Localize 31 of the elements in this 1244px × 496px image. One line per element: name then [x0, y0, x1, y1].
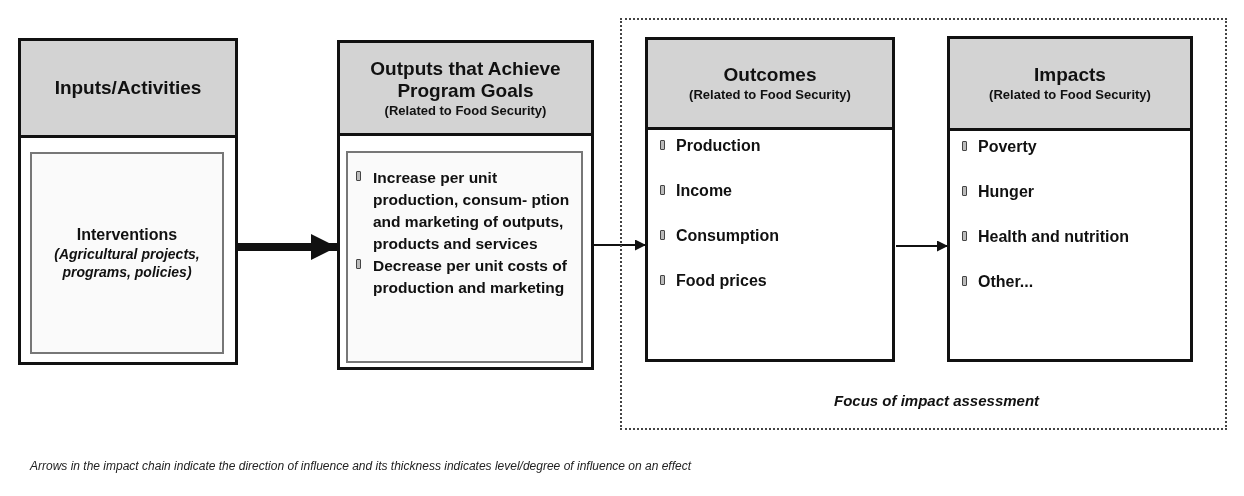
list-item: Decrease per unit costs of production and marketing — [373, 256, 568, 298]
list-item: Other... — [978, 272, 1034, 291]
heading: Outputs that Achieve Program Goals — [369, 57, 562, 102]
content-box — [30, 152, 224, 354]
subheading: (Related to Food Security) — [384, 101, 547, 119]
focus-region — [620, 18, 1227, 430]
stage-box — [337, 40, 594, 370]
list-item: Health and nutrition — [978, 227, 1130, 246]
intervention-examples: (Agricultural projects, programs, policies) — [53, 245, 201, 281]
list-item: Poverty — [978, 137, 1037, 156]
list-item: Consumption — [676, 226, 780, 245]
intervention-title: Interventions — [75, 225, 179, 245]
subheading: (Related to Food Security) — [689, 86, 851, 103]
heading: Inputs/Activities — [54, 77, 202, 99]
heading: Impacts — [1034, 64, 1106, 86]
caption: Arrows in the impact chain indicate the direction of influence and its thickness indicates level/degree of influence on an effect — [30, 459, 692, 473]
list-item: Increase per unit production, consum- ption and marketing of outputs, products and services — [373, 168, 571, 254]
region-label: Focus of impact assessment — [834, 392, 1040, 409]
stage-box — [645, 37, 895, 362]
stage-box — [947, 36, 1193, 362]
heading: Outcomes — [723, 64, 817, 86]
list-item: Production — [676, 136, 761, 155]
arrow — [238, 234, 337, 260]
arrow — [895, 240, 949, 252]
arrow — [593, 239, 647, 251]
list-item: Food prices — [676, 271, 767, 290]
list-item: Hunger — [978, 182, 1034, 201]
content-box — [346, 151, 583, 363]
subheading: (Related to Food Security) — [989, 86, 1151, 103]
stage-box — [18, 38, 238, 365]
list-item: Income — [676, 181, 732, 200]
